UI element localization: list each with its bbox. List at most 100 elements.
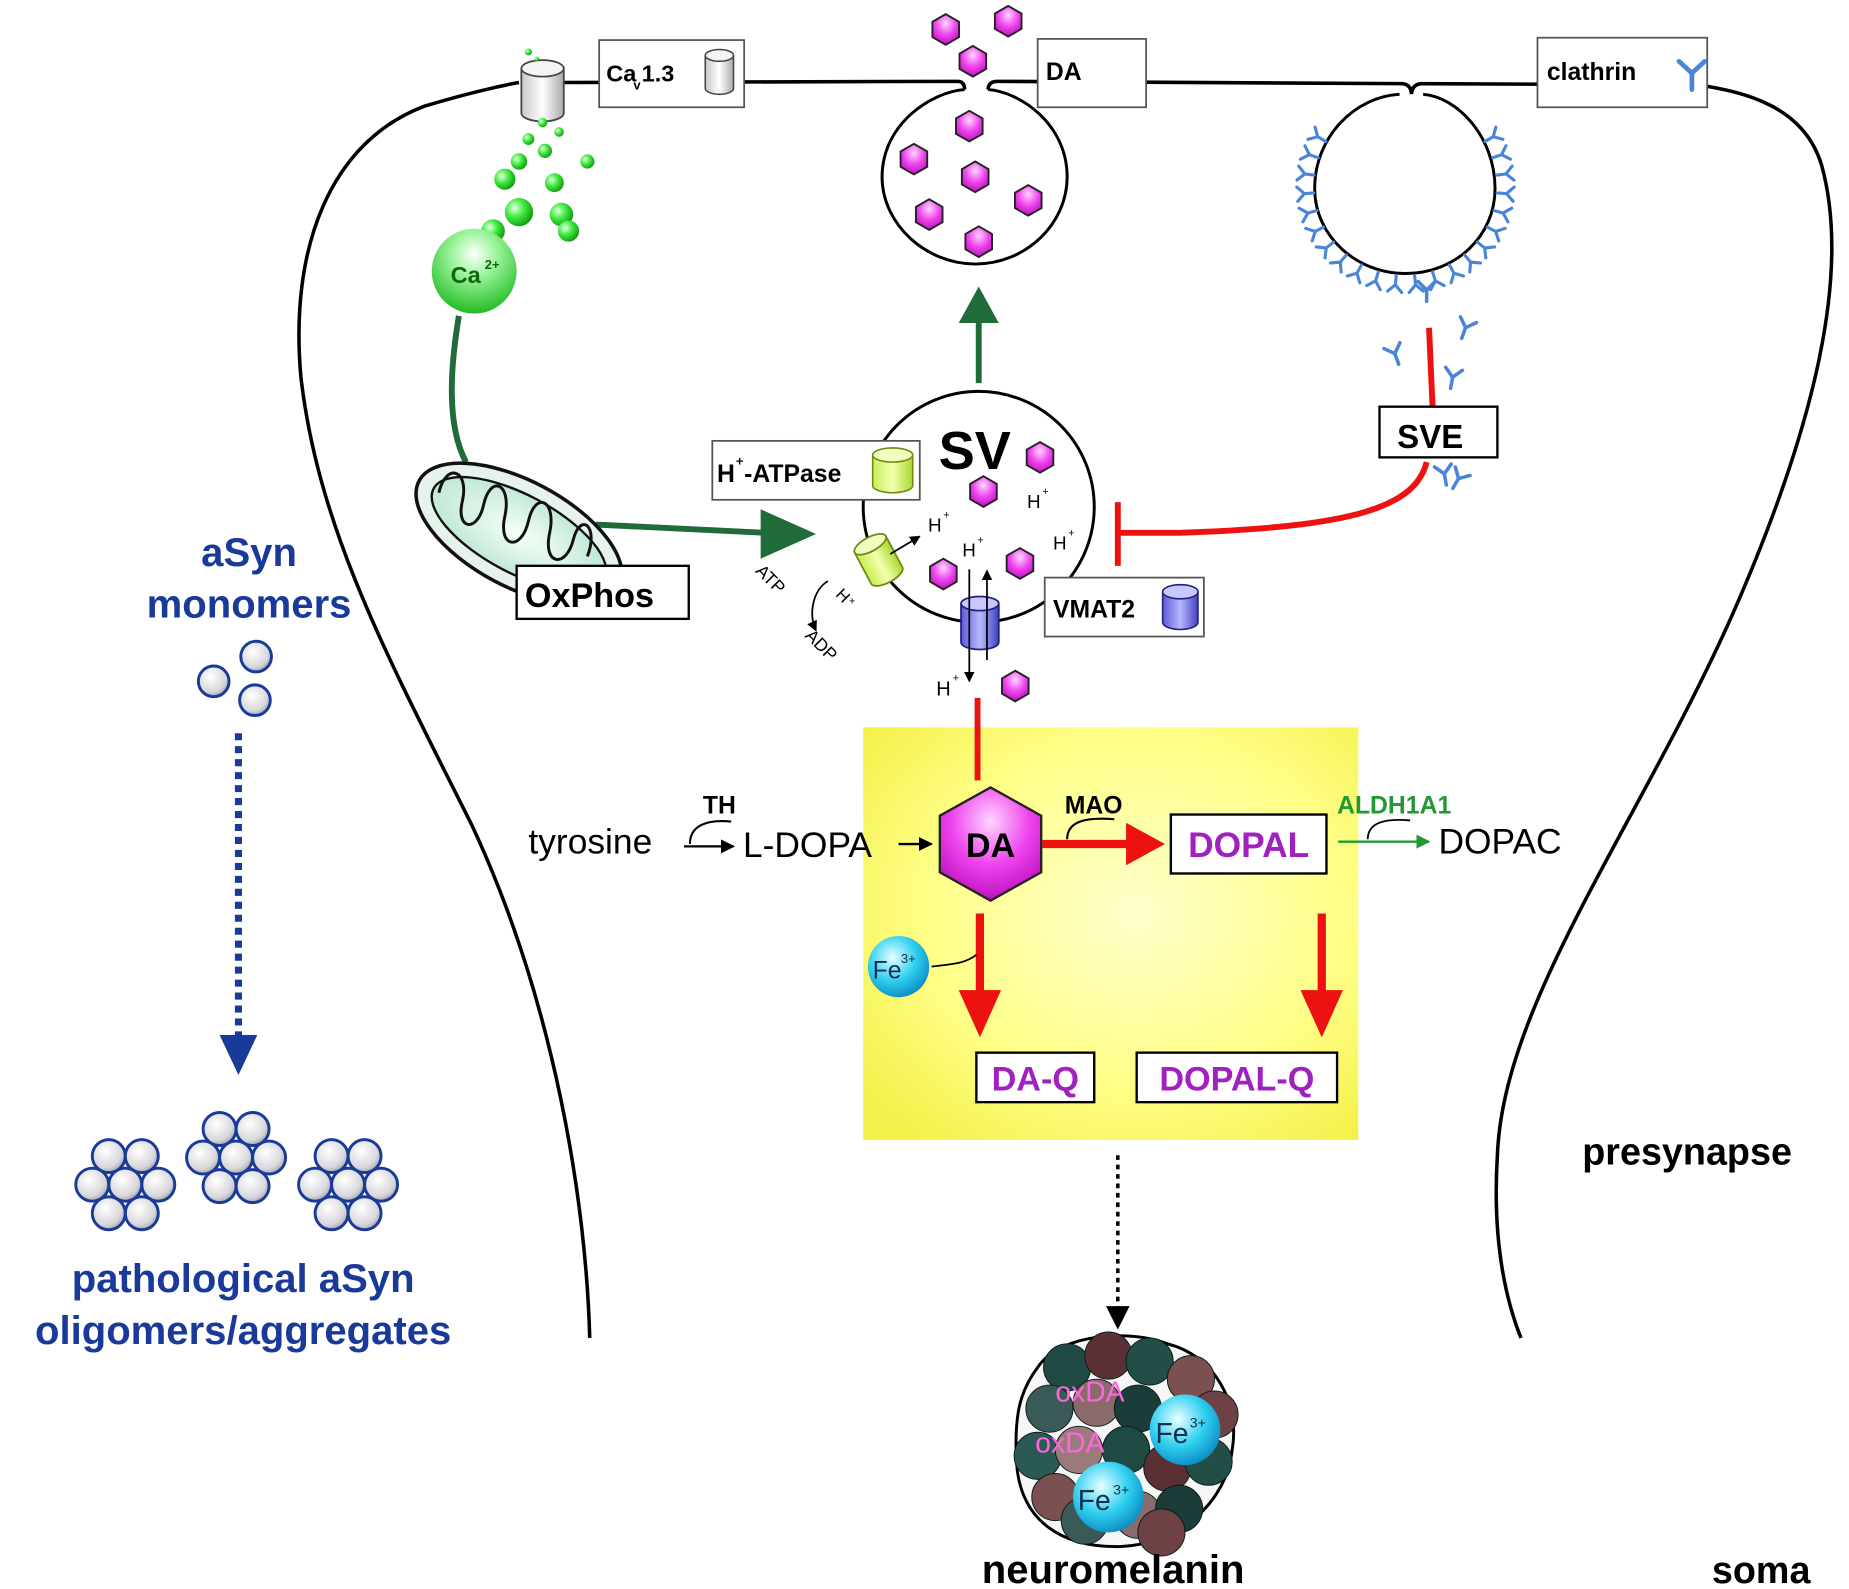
- clathrin-icon: [1475, 240, 1497, 260]
- neuromelanin-particles: [1013, 1331, 1239, 1557]
- asyn-aggregate-monomer: [346, 1138, 383, 1175]
- calcium-droplet: [522, 133, 535, 145]
- mao-enzyme-label: MAO: [1065, 792, 1123, 819]
- dopamine-label: DA: [966, 827, 1015, 865]
- clathrin-free-molecules: [1382, 279, 1479, 491]
- clathrin-icon: [1451, 465, 1472, 491]
- asyn-aggregate-monomer: [140, 1166, 177, 1203]
- svg-text:+: +: [943, 510, 949, 522]
- clathrin-icon: [1304, 225, 1326, 243]
- calcium-droplet: [537, 143, 553, 158]
- neuron-membrane-right: [1494, 83, 1834, 1339]
- clathrin-icon: [1491, 144, 1512, 161]
- dopamine-hexagon-icon: [958, 44, 988, 78]
- asyn-aggregate-monomer: [123, 1195, 160, 1232]
- asyn-aggregate-monomer: [90, 1195, 127, 1232]
- calcium-droplet: [580, 154, 595, 169]
- svg-text:3+: 3+: [1190, 1415, 1206, 1431]
- clathrin-icon: [1365, 270, 1382, 292]
- ca2-ion-icon: [431, 228, 517, 314]
- asyn-oligomer-icon: [74, 1111, 400, 1232]
- svg-text:+: +: [953, 672, 959, 684]
- asyn-aggregate-monomer: [251, 1139, 288, 1176]
- sv-label: SV: [939, 421, 1011, 481]
- proton-pump-icon: [853, 533, 904, 587]
- calcium-droplet: [534, 56, 540, 62]
- dopamine-hexagon-icon: [931, 13, 960, 46]
- dopamine-hexagon-icon: [960, 160, 990, 194]
- oxphos-label-box: OxPhos: [515, 564, 690, 621]
- calcium-droplet: [557, 220, 580, 242]
- svg-text:DOPAL: DOPAL: [1188, 826, 1309, 865]
- svg-text:2+: 2+: [485, 257, 500, 272]
- svg-text:H: H: [962, 539, 976, 560]
- clathrin-icon: [1495, 185, 1516, 203]
- asyn-aggregate-monomer: [346, 1195, 383, 1232]
- svg-text:1.3: 1.3: [642, 60, 675, 86]
- ldopa-label: L-DOPA: [743, 826, 872, 865]
- asyn-monomer-icon: [196, 639, 273, 717]
- atp-label: ATP: [752, 560, 790, 598]
- svg-text:SV: SV: [939, 421, 1011, 481]
- asyn-monomers-label-1: aSyn: [201, 531, 297, 575]
- asyn-monomer: [238, 683, 272, 717]
- clathrin-icon: [1345, 263, 1363, 285]
- clathrin-icon: [1458, 315, 1479, 341]
- neuromelanin-particle: [1025, 1384, 1074, 1433]
- neuron-membrane-top: [563, 79, 1698, 95]
- clathrin-icon: [1306, 125, 1328, 143]
- svg-text:+: +: [736, 454, 744, 469]
- clathrin-icon: [1295, 185, 1316, 203]
- clathrin-icon: [1676, 58, 1708, 92]
- clathrin-icon: [1492, 206, 1514, 224]
- dopamine-hexagon-icon: [899, 142, 929, 176]
- dopamine-hexagon-icon: [1025, 440, 1055, 474]
- svg-text:Ca: Ca: [606, 60, 637, 86]
- adp-label: ADP: [801, 625, 841, 665]
- dopalq-label-box: DOPAL-Q: [1135, 1051, 1339, 1104]
- clathrin-icon: [1295, 164, 1316, 182]
- asyn-aggregate-monomer: [185, 1139, 222, 1176]
- th-enzyme-label: TH: [703, 792, 736, 819]
- svg-text:+: +: [978, 534, 984, 546]
- asyn-aggregate-monomer: [313, 1138, 350, 1175]
- svg-text:H: H: [717, 461, 735, 488]
- clathrin-icon: [1298, 144, 1320, 161]
- dopamine-hexagon-icon: [1005, 547, 1035, 580]
- clathrin-icon: [1443, 365, 1465, 391]
- calcium-droplet: [494, 168, 516, 190]
- asyn-aggregate-monomer: [313, 1195, 350, 1232]
- asyn-monomer: [239, 639, 273, 674]
- fe3-ion-icon: [1149, 1394, 1221, 1466]
- da-label-box: DA: [1036, 38, 1147, 109]
- clathrin-icon: [1297, 206, 1319, 224]
- calcium-droplets: [481, 48, 595, 243]
- clathrin-icon: [1463, 253, 1483, 274]
- svg-text:3+: 3+: [901, 951, 916, 966]
- neuromelanin-particle: [1125, 1337, 1174, 1386]
- dopamine-hexagon-icon: [1001, 669, 1030, 703]
- asyn-monomers-label-2: monomers: [147, 583, 352, 627]
- oxda-label: oxDA: [1055, 1376, 1124, 1408]
- tyrosine-label: tyrosine: [528, 822, 652, 861]
- calcium-droplet: [504, 198, 534, 227]
- svg-text:SVE: SVE: [1397, 418, 1463, 455]
- sve-inhibits-vmat2-path: [1117, 461, 1430, 536]
- svg-text:DOPAL-Q: DOPAL-Q: [1159, 1060, 1314, 1098]
- ca2-ion-label: Ca: [451, 262, 482, 288]
- calcium-droplet: [554, 127, 564, 137]
- calcium-droplet: [510, 153, 528, 170]
- clathrin-icon: [1495, 164, 1516, 182]
- clathrin-icon: [1483, 125, 1505, 143]
- dopamine-hexagon-icon: [929, 557, 958, 591]
- asyn-monomer: [196, 664, 231, 699]
- svg-text:clathrin: clathrin: [1547, 59, 1636, 86]
- clathrin-icon: [1382, 340, 1402, 367]
- daq-label-box: DA-Q: [975, 1051, 1096, 1104]
- proton-labels: H+ H+ H+ H+ H+: [928, 486, 1074, 700]
- svg-text:Fe: Fe: [1078, 1484, 1111, 1516]
- aldh-enzyme-label: ALDH1A1: [1337, 792, 1451, 819]
- clathrin-icon: [1432, 462, 1453, 487]
- clathrin-icon: [1386, 273, 1404, 294]
